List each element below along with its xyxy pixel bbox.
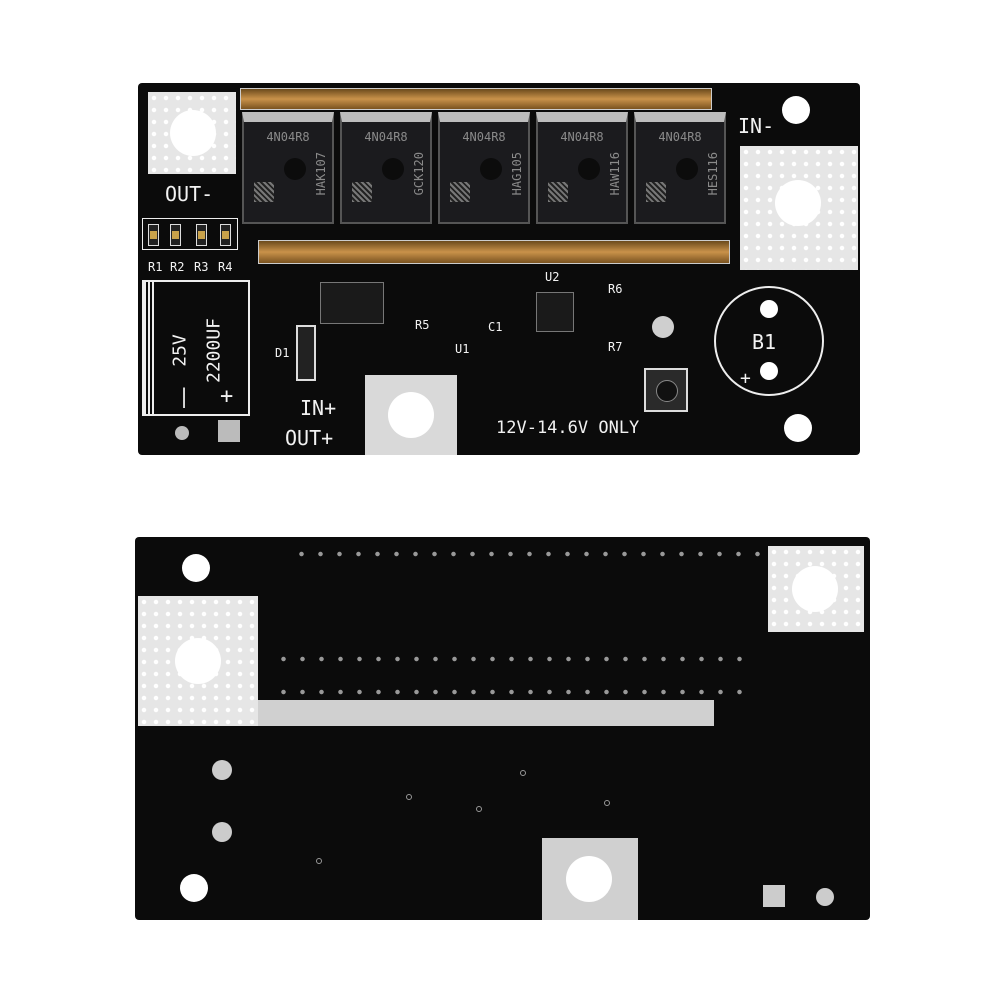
mosfet-5: 4N04R8 HES116 [634,112,726,224]
mount-hole-bottom-right [784,414,812,442]
u1-label: U1 [455,342,470,356]
mosfet-5-marking: 4N04R8 [658,130,702,144]
ic-u-left [320,282,384,324]
mosfet-4-code: HAW116 [608,152,622,196]
mosfet-4-marking: 4N04R8 [560,130,604,144]
r2-label: R2 [170,260,185,274]
mosfet-2-datamatrix [352,182,372,202]
bottom-square-pad [763,885,785,907]
r5-label: R5 [415,318,430,332]
capacitor-lead-2 [218,420,240,442]
mosfet-3-dot [480,158,502,180]
out-plus-label: OUT+ [285,426,334,450]
mosfet-1-datamatrix [254,182,274,202]
mosfet-5-dot [676,158,698,180]
mosfet-2-dot [382,158,404,180]
out-plus-hole [388,392,434,438]
c1-label: C1 [488,320,503,334]
capacitor-voltage: 25V [169,334,191,367]
pcb-bottom-side [135,537,870,920]
u2-label: U2 [545,270,560,284]
voltage-note: 12V-14.6V ONLY [496,418,640,438]
ic-u2 [536,292,574,332]
in-plus-label: IN+ [300,396,337,420]
mount-hole-top-right [782,96,810,124]
push-button-tactile-cap [656,380,678,402]
mosfet-3-datamatrix [450,182,470,202]
bottom-via-2 [476,806,482,812]
copper-bar-bottom [258,240,730,264]
capacitor-plus: + [220,384,234,409]
capacitor-lead-1 [175,426,189,440]
mosfet-3: 4N04R8 HAG105 [438,112,530,224]
bottom-mount-hole-bottom-left [180,874,208,902]
bottom-round-pad [816,888,834,906]
mosfet-5-code: HES116 [706,152,720,196]
copper-bar-top [240,88,712,110]
mosfet-4: 4N04R8 HAW116 [536,112,628,224]
push-button-tactile [644,368,688,412]
capacitor-outline [142,280,250,416]
bottom-copper-strip [258,700,714,726]
bottom-left-hole [175,638,221,684]
bottom-mount-hole-top-left [182,554,210,582]
bottom-test-pad-2 [212,822,232,842]
capacitor-minus: | [178,384,191,408]
mosfet-4-datamatrix [548,182,568,202]
resistor-r1 [148,224,159,246]
r4-label: R4 [218,260,233,274]
mosfet-1: 4N04R8 HAK107 [242,112,334,224]
via-row-lower [274,688,744,696]
resistor-outline [142,218,238,250]
resistor-r3 [196,224,207,246]
bottom-via-1 [406,794,412,800]
bottom-via-4 [604,800,610,806]
bottom-via-5 [316,858,322,864]
mosfet-4-dot [578,158,600,180]
via-row-middle [274,655,744,663]
r3-label: R3 [194,260,209,274]
bottom-right-hole [792,566,838,612]
battery-label: B1 [752,330,777,354]
bottom-via-3 [520,770,526,776]
mosfet-3-marking: 4N04R8 [462,130,506,144]
battery-hole-top [760,300,778,318]
mosfet-1-code: HAK107 [314,152,328,196]
r7-label: R7 [608,340,623,354]
battery-outline [714,286,824,396]
mosfet-2-marking: 4N04R8 [364,130,408,144]
mosfet-3-code: HAG105 [510,152,524,196]
mosfet-1-marking: 4N04R8 [266,130,310,144]
resistor-r4 [220,224,231,246]
out-minus-hole [170,110,216,156]
resistor-r2 [170,224,181,246]
push-button-small [652,316,674,338]
battery-plus: + [740,368,751,389]
r6-label: R6 [608,282,623,296]
in-minus-label: IN- [738,114,775,138]
diode-label: D1 [275,346,290,360]
out-minus-label: OUT- [165,182,214,206]
mosfet-2-code: GCK120 [412,152,426,196]
mosfet-2: 4N04R8 GCK120 [340,112,432,224]
diode-d1 [296,325,316,381]
mosfet-1-dot [284,158,306,180]
battery-hole-bottom [760,362,778,380]
in-minus-hole [775,180,821,226]
via-row-top [292,550,762,558]
mosfet-5-datamatrix [646,182,666,202]
bottom-test-pad-1 [212,760,232,780]
r1-label: R1 [148,260,163,274]
bottom-center-hole [566,856,612,902]
